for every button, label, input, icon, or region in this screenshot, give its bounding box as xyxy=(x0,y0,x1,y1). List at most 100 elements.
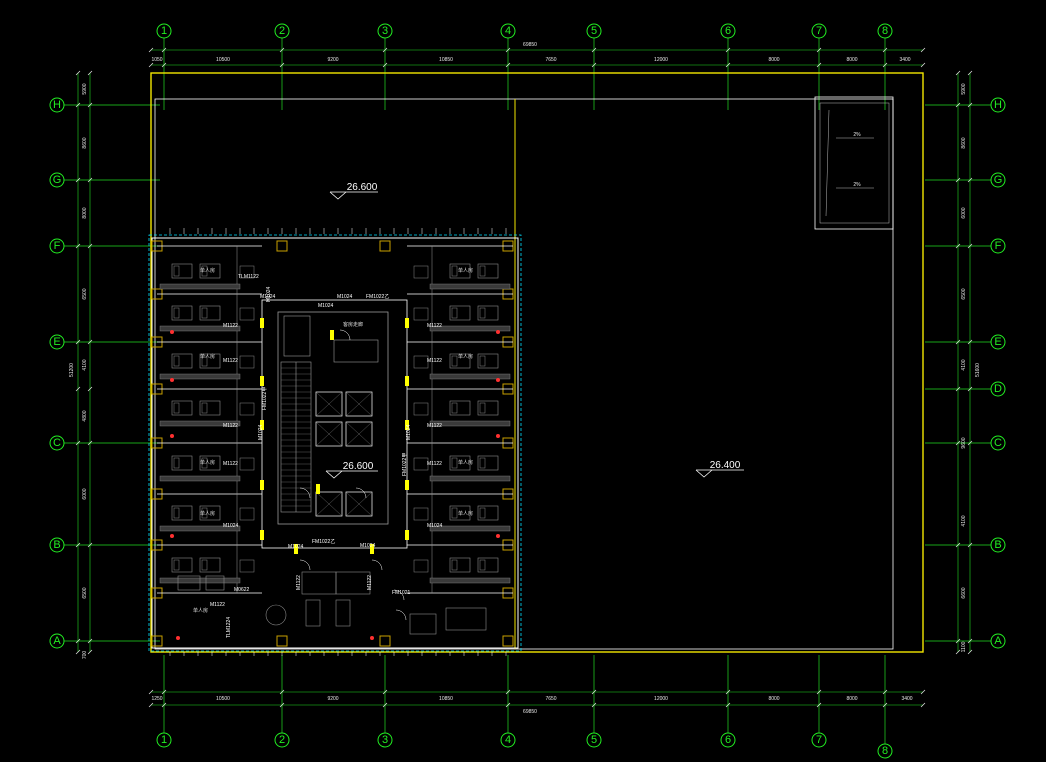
bed-frame xyxy=(199,263,221,279)
dim-tick xyxy=(955,177,961,183)
door-tag: M1024 xyxy=(337,294,353,300)
toilet-fixture xyxy=(413,307,429,321)
dim-tick xyxy=(920,689,926,695)
dim-tick xyxy=(591,689,597,695)
svg-text:3: 3 xyxy=(382,25,388,37)
luggage-rack xyxy=(159,420,241,427)
dim-tick xyxy=(148,62,154,68)
toilet-fixture xyxy=(239,559,255,573)
dim-tick xyxy=(967,638,973,644)
col-bubble-bottom-8: 8 xyxy=(877,743,893,759)
svg-text:H: H xyxy=(53,99,61,111)
dim-tick xyxy=(725,47,731,53)
dim-tick xyxy=(967,102,973,108)
svg-text:7: 7 xyxy=(816,734,822,746)
accent-marker xyxy=(496,534,500,538)
door-tag-v: M1024 xyxy=(266,286,272,302)
dim-top-span: 10850 xyxy=(439,57,453,63)
luggage-rack xyxy=(159,525,241,532)
dim-tick xyxy=(87,102,93,108)
door-tag: FM1021 xyxy=(392,590,411,596)
elevator-x xyxy=(345,491,373,517)
dim-tick xyxy=(967,386,973,392)
bed-frame xyxy=(449,400,471,416)
door-leaf xyxy=(405,480,409,490)
door-tag: FM1022乙 xyxy=(312,538,335,545)
door-swing xyxy=(339,329,351,341)
col-bubble-bottom-5: 5 xyxy=(586,732,602,748)
dim-bottom-span: 1250 xyxy=(151,696,162,702)
slope-label: 2% xyxy=(853,132,861,138)
bed xyxy=(449,557,471,573)
dim-tick xyxy=(920,47,926,53)
bed-frame xyxy=(171,305,193,321)
dim-tick xyxy=(75,243,81,249)
luggage-rack xyxy=(429,283,511,290)
pillow xyxy=(451,355,458,367)
dim-tick xyxy=(75,440,81,446)
elevator-shaft xyxy=(315,421,343,447)
svg-text:F: F xyxy=(54,240,61,252)
dim-tick xyxy=(591,702,597,708)
door-leaf xyxy=(260,530,264,540)
curtain-wall xyxy=(148,234,522,652)
elevator-car xyxy=(315,391,343,417)
dim-bottom-overall: 69850 xyxy=(523,709,537,715)
accent-marker xyxy=(370,636,374,640)
bed xyxy=(171,400,193,416)
dim-tick xyxy=(967,649,973,655)
pillow xyxy=(451,457,458,469)
dim-tick xyxy=(955,542,961,548)
svg-text:G: G xyxy=(994,174,1003,186)
svg-text:5: 5 xyxy=(591,25,597,37)
core-inner xyxy=(277,311,389,525)
door-tag: M1024 xyxy=(260,294,276,300)
structural-column xyxy=(276,240,288,252)
roof-edge xyxy=(154,98,894,650)
dim-tick xyxy=(279,689,285,695)
dim-top-span: 3400 xyxy=(899,57,910,63)
dim-right-span: 6500 xyxy=(961,288,967,299)
bed-frame xyxy=(199,353,221,369)
dim-right-span: 4100 xyxy=(961,359,967,370)
door-leaf xyxy=(316,484,320,494)
room-label: 单人房 xyxy=(200,510,215,517)
elevator-x xyxy=(315,391,343,417)
accent-marker xyxy=(496,434,500,438)
elevator-shaft xyxy=(315,391,343,417)
accent-marker xyxy=(176,636,180,640)
parapet-outer xyxy=(150,72,924,653)
door-leaf xyxy=(330,330,334,340)
dim-left-overall: 51200 xyxy=(69,363,75,377)
bath-fixture xyxy=(409,613,437,635)
col-bubble-top-8: 8 xyxy=(877,23,893,39)
svg-text:6: 6 xyxy=(725,734,731,746)
pillow xyxy=(173,307,180,319)
svg-text:5: 5 xyxy=(591,734,597,746)
bed xyxy=(199,400,221,416)
dim-tick xyxy=(382,47,388,53)
row-bubble-left-B: B xyxy=(49,537,65,553)
col-bubble-bottom-7: 7 xyxy=(811,732,827,748)
toilet-fixture xyxy=(239,307,255,321)
col-bubble-bottom-6: 6 xyxy=(720,732,736,748)
dim-bottom-span: 9200 xyxy=(327,696,338,702)
toilet-fixture xyxy=(413,457,429,471)
door-tag: M1122 xyxy=(427,323,442,329)
room-labels: 单人房 单人房 单人房 单人房 单人房 单人房 单人房 单人房 单人房 客房走廊 xyxy=(193,267,473,614)
door-tag: M1122 xyxy=(427,358,442,364)
pillow xyxy=(451,559,458,571)
svg-text:G: G xyxy=(53,174,62,186)
guest-room-floor xyxy=(148,228,522,656)
bed xyxy=(199,263,221,279)
pillow xyxy=(201,355,208,367)
toilet-fixture xyxy=(413,559,429,573)
desk xyxy=(205,575,225,591)
bed-frame xyxy=(171,505,193,521)
svg-text:E: E xyxy=(53,336,60,348)
sofa xyxy=(177,575,201,591)
elevator-car xyxy=(345,491,373,517)
dim-tick xyxy=(279,702,285,708)
room-label: 单人房 xyxy=(458,267,473,274)
level-core-label: 26.600 xyxy=(343,461,374,472)
